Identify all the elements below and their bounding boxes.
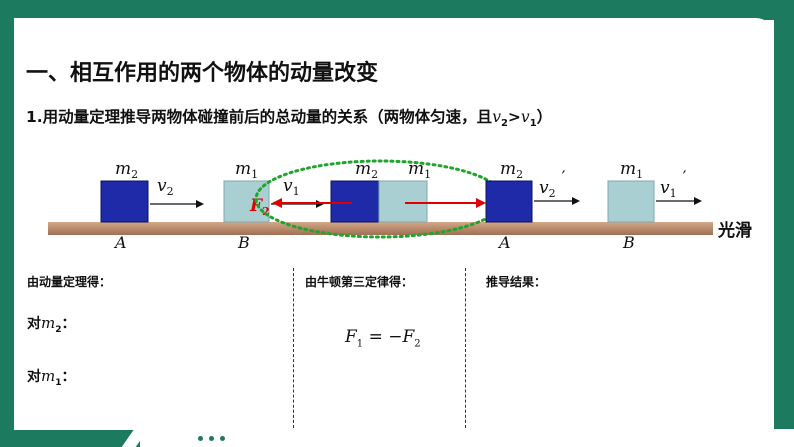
block-a-after-mass: m2 xyxy=(500,159,523,181)
bottom-white-strip xyxy=(140,429,794,447)
surface-label: 光滑 xyxy=(717,220,752,241)
block-b-after xyxy=(607,180,655,223)
dots-decoration xyxy=(198,436,225,441)
block-a-before-velocity: v2 xyxy=(157,176,174,198)
page-title: 一、相互作用的两个物体的动量改变 xyxy=(26,61,379,86)
divider-right xyxy=(465,268,466,428)
divider-left xyxy=(293,268,294,428)
block-a-before-mass: m2 xyxy=(115,159,138,181)
cond-gt: > xyxy=(507,108,521,126)
row-m1-label: 对m1： xyxy=(27,367,76,388)
block-b-after-name: B xyxy=(622,233,635,252)
cond-v2: v xyxy=(492,108,501,126)
force-f1-arrowhead xyxy=(476,198,486,208)
collision-diagram: 光滑 m2 v2 A m1 v1 B m2 m1 F2 F1 m2 v2′ A … xyxy=(48,159,752,252)
right-accent-bar xyxy=(774,0,794,447)
collision-m2-label: m2 xyxy=(355,159,378,181)
block-a-after-arrowhead xyxy=(572,197,580,205)
block-collision-m1 xyxy=(378,180,428,223)
cond-v1: v xyxy=(520,108,530,126)
block-a-before-name: A xyxy=(113,233,127,252)
top-accent-bar xyxy=(0,0,794,20)
subtitle-close: ） xyxy=(536,108,553,126)
block-b-after-velocity: v1′ xyxy=(660,168,687,200)
left-column-header: 由动量定理得： xyxy=(27,275,112,289)
block-a-after xyxy=(485,180,533,223)
block-a-before xyxy=(100,180,149,223)
cond-v1-sub: 1 xyxy=(529,118,537,130)
subtitle-text: 1.用动量定理推导两物体碰撞前后的总动量的关系（两物体匀速，且 xyxy=(26,108,493,126)
block-b-after-mass: m1 xyxy=(620,159,643,181)
row-m2-label: 对m2： xyxy=(27,314,76,335)
block-b-before-name: B xyxy=(237,233,250,252)
cond-v2-sub: 2 xyxy=(500,118,508,130)
block-a-before-arrowhead xyxy=(196,200,204,208)
force-f2-arrowhead xyxy=(272,198,282,208)
middle-column-header: 由牛顿第三定律得： xyxy=(305,275,414,289)
block-a-after-velocity: v2′ xyxy=(539,168,566,200)
right-column-header: 推导结果： xyxy=(486,275,547,289)
block-b-before-mass: m1 xyxy=(235,159,258,181)
smooth-surface xyxy=(48,222,713,235)
left-accent-bar xyxy=(0,0,14,447)
block-b-after-arrowhead xyxy=(694,197,702,205)
subtitle: 1.用动量定理推导两物体碰撞前后的总动量的关系（两物体匀速，且v2>v1） xyxy=(26,105,552,129)
block-b-before-velocity: v1 xyxy=(283,176,300,198)
block-collision-m2 xyxy=(330,180,380,223)
newton-third-law-equation: F1 = −F2 xyxy=(345,327,421,350)
block-a-after-name: A xyxy=(497,233,511,252)
